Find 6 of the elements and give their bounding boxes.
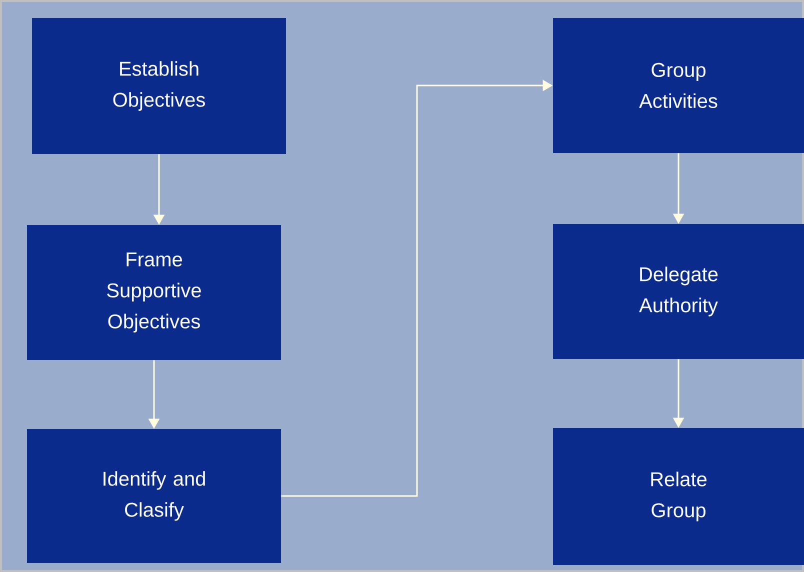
process-box: Delegate Authority (553, 224, 804, 359)
process-box: Identify and Clasify (27, 428, 281, 563)
process-box: Establish Objectives (32, 18, 286, 154)
process-box: Group Activities (553, 18, 804, 153)
process-box: Relate Group (553, 428, 804, 565)
process-box: Frame Supportive Objectives (27, 225, 281, 360)
